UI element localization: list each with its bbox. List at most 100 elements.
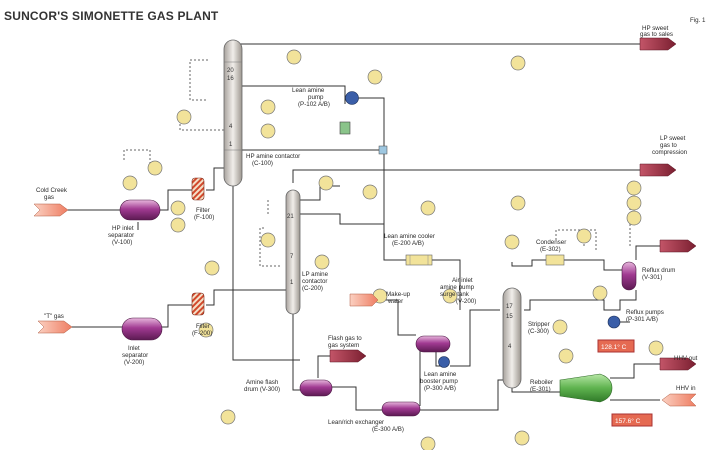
lbl-stripper-2: (C-300)	[528, 328, 549, 335]
reflux-pump-icon	[607, 315, 621, 329]
tray-hp-16: 16	[227, 76, 234, 82]
lbl-booster-2: booster pump	[420, 378, 458, 385]
lbl-hp-contactor-2: (C-100)	[252, 160, 273, 167]
lbl-surge-2: amine pump	[440, 284, 475, 291]
lbl-stripper-1: Stripper	[528, 321, 550, 328]
lbl-cold-gas-2: gas	[44, 194, 54, 201]
lbl-lean-cooler-2: (E-200 A/B)	[392, 240, 424, 247]
stripper-column: 17 15 4	[502, 287, 522, 389]
hp-inlet-separator	[119, 199, 161, 221]
tray-hp-20: 20	[227, 68, 234, 74]
inlet-separator	[121, 317, 163, 341]
reflux-out-arrow	[659, 239, 697, 253]
tray-hp-4: 4	[229, 124, 233, 130]
lbl-surge-4: (V-200)	[456, 298, 476, 305]
reboiler	[559, 373, 613, 403]
lbl-lean-pump-2: pump	[308, 94, 324, 101]
stream-arrows	[33, 37, 697, 407]
tray-hp-1: 1	[229, 142, 233, 148]
lbl-lp-contactor-2: contactor	[302, 278, 327, 285]
tray-lp-7: 7	[290, 254, 294, 260]
tray-strip-17: 17	[506, 304, 513, 310]
condenser	[545, 254, 565, 266]
lbl-filter2-2: (F-200)	[192, 330, 212, 337]
lbl-reflux-drum-2: (V-301)	[642, 274, 662, 281]
cold-gas-arrow	[33, 203, 69, 217]
lbl-lean-rich-1: Lean/rich exchanger	[328, 419, 384, 426]
flash-gas-arrow	[329, 349, 367, 363]
lbl-t-gas: "T" gas	[44, 313, 64, 320]
lean-rich-exchanger	[381, 401, 421, 417]
lbl-hp-sep-3: (V-100)	[112, 239, 132, 246]
lbl-reflux-drum-1: Reflux drum	[642, 267, 675, 274]
hhv-out-arrow	[659, 357, 697, 371]
hp-amine-contactor: 20 16 4 1	[223, 39, 243, 187]
lbl-condenser-1: Condenser	[536, 239, 566, 246]
lbl-flash-drum-2: drum (V-300)	[244, 386, 280, 393]
lbl-flash-drum-1: Amine flash	[246, 379, 279, 386]
t-gas-arrow	[37, 320, 73, 334]
lbl-surge-3: surge tank	[440, 291, 470, 298]
tray-strip-4: 4	[508, 344, 512, 350]
filter-f200	[191, 292, 205, 316]
lbl-lp-gas-1: LP sweet	[660, 135, 686, 142]
lbl-lp-contactor-3: (C-200)	[302, 285, 323, 292]
temp-128: 128.1° C	[601, 343, 627, 351]
lbl-makeup-1: Make-up	[386, 291, 411, 298]
lbl-filter1-1: Filter	[196, 207, 210, 214]
lbl-cold-gas-1: Cold Creek	[36, 187, 68, 194]
lbl-reboiler-2: (E-301)	[530, 386, 551, 393]
lean-amine-pump-icon	[345, 91, 359, 105]
hhv-in-arrow	[661, 393, 697, 407]
makeup-water-arrow	[349, 293, 379, 307]
lbl-flash-gas-2: gas system	[328, 342, 359, 349]
lbl-inlet-sep-1: Inlet	[128, 345, 140, 352]
filter-f100	[191, 177, 205, 201]
lean-amine-cooler	[405, 254, 433, 266]
lbl-hp-contactor-1: HP amine contactor	[246, 153, 300, 160]
lbl-lean-pump-3: (P-102 A/B)	[298, 101, 330, 108]
lbl-condenser-2: (E-302)	[540, 246, 561, 253]
lbl-flash-gas-1: Flash gas to	[328, 335, 362, 342]
lbl-filter1-2: (F-100)	[194, 214, 214, 221]
temperature-readouts: 128.1° C 157.6° C	[597, 339, 653, 427]
temp-157: 157.6° C	[615, 417, 641, 425]
lbl-reboiler-1: Reboiler	[530, 379, 553, 386]
diagram-title: SUNCOR'S SIMONETTE GAS PLANT	[4, 9, 219, 23]
lbl-makeup-2: water	[387, 298, 403, 305]
lbl-filter2-1: Filter	[196, 323, 210, 330]
lp-gas-arrow	[639, 163, 677, 177]
lbl-hp-sep-1: HP inlet	[112, 225, 134, 232]
tray-strip-15: 15	[506, 314, 513, 320]
lbl-lean-cooler-1: Lean amine cooler	[384, 233, 435, 240]
surge-tank	[415, 335, 451, 353]
reflux-drum	[621, 261, 637, 291]
lbl-hhv-out: HHV out	[674, 355, 698, 362]
lbl-lp-gas-3: compression	[652, 149, 688, 156]
lbl-booster-3: (P-300 A/B)	[424, 385, 456, 392]
lbl-lp-gas-2: gas to	[660, 142, 677, 149]
lbl-inlet-sep-3: (V-200)	[124, 359, 144, 366]
lbl-hp-gas-2: gas to sales	[640, 31, 673, 38]
labels: HP sweet gas to sales LP sweet gas to co…	[36, 25, 698, 433]
lbl-booster-1: Lean amine	[424, 371, 457, 378]
lp-amine-contactor: 21 7 1	[285, 189, 301, 315]
lbl-lp-contactor-1: LP amine	[302, 271, 329, 278]
lbl-reflux-pump-1: Reflux pumps	[626, 309, 664, 316]
lbl-lean-pump-1: Lean amine	[292, 87, 325, 94]
amine-flash-drum	[299, 379, 333, 397]
booster-pump-icon	[438, 356, 450, 368]
vessels	[119, 121, 637, 417]
figure-number: Fig. 1	[690, 17, 706, 24]
control-box	[339, 121, 351, 135]
lbl-hp-gas-1: HP sweet	[642, 25, 669, 32]
tray-lp-21: 21	[287, 214, 294, 220]
tray-lp-1: 1	[290, 280, 294, 286]
hp-gas-arrow	[639, 37, 677, 51]
lbl-lean-rich-2: (E-300 A/B)	[372, 426, 404, 433]
instrument-bubbles	[122, 49, 664, 450]
lbl-reflux-pump-2: (P-301 A/B)	[626, 316, 658, 323]
lbl-inlet-sep-2: separator	[122, 352, 148, 359]
